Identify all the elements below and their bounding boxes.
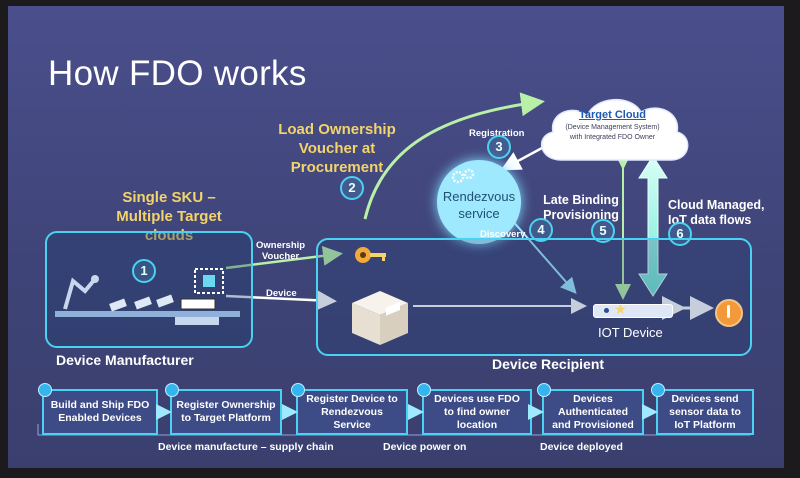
device-recipient-label: Device Recipient [492, 356, 605, 372]
ownership-voucher-label: Ownership Voucher [256, 240, 305, 262]
target-cloud: Target Cloud (Device Management System) … [531, 109, 694, 141]
ownership-voucher-arrow [225, 245, 343, 270]
step-dot-2 [165, 383, 179, 397]
process-step-6: Devices send sensor data to IoT Platform [656, 389, 754, 435]
device-manufacturer-label: Device Manufacturer [56, 352, 194, 368]
cloud-managed-line2: IoT data flows [668, 213, 752, 227]
cloud-managed-line1: Cloud Managed, [668, 198, 765, 212]
single-sku-line1: Single SKU – [122, 189, 216, 206]
target-cloud-sub2: with Integrated FDO Owner [569, 134, 656, 141]
phase-supply-chain: Device manufacture – supply chain [158, 441, 334, 453]
ownership-voucher-line1: Ownership [256, 240, 306, 251]
step-number-2: 2 [340, 176, 364, 200]
thermometer-icon [715, 299, 743, 327]
device-manufacturer-box [45, 231, 253, 348]
process-step-3: Register Device to Rendezvous Service [296, 389, 408, 435]
discovery-arrow [497, 204, 577, 295]
step-number-5: 5 [591, 219, 615, 243]
process-step-5: Devices Authenticated and Provisioned [542, 389, 644, 435]
load-voucher-label: Load Ownership Voucher at Procurement [272, 120, 402, 177]
step-dot-1 [38, 383, 52, 397]
process-step-1: Build and Ship FDO Enabled Devices [42, 389, 158, 435]
registration-label: Registration [469, 128, 525, 139]
load-voucher-line3: Procurement [290, 159, 384, 176]
slide: How FDO works [8, 6, 784, 468]
step-number-4: 4 [529, 218, 553, 242]
step-dot-3 [291, 383, 305, 397]
rendezvous-service: Rendezvous service [437, 160, 521, 244]
step-dot-4 [417, 383, 431, 397]
step-number-6: 6 [668, 222, 692, 246]
target-cloud-title: Target Cloud [578, 109, 646, 121]
cloud-managed-arrow [638, 155, 668, 297]
phase-deployed: Device deployed [540, 441, 623, 453]
registration-arrow [500, 146, 543, 171]
factory-line-icon [55, 268, 240, 325]
late-binding-line2: Provisioning [543, 208, 619, 222]
process-step-4: Devices use FDO to find owner location [422, 389, 532, 435]
star-icon: ★ [614, 301, 627, 317]
iot-device-icon: ★ [593, 301, 673, 318]
late-binding-label: Late Binding Provisioning [541, 193, 621, 223]
gears-icon [451, 168, 475, 184]
package-box-icon [352, 291, 408, 345]
slide-title: How FDO works [48, 54, 307, 93]
key-icon [355, 247, 386, 263]
load-voucher-arrow [363, 92, 545, 220]
rendezvous-line2: service [458, 206, 500, 221]
led-dot [604, 308, 609, 313]
step-number-1: 1 [132, 259, 156, 283]
late-binding-line1: Late Binding [543, 193, 619, 207]
device-label: Device [266, 288, 297, 299]
rendezvous-line1: Rendezvous [442, 189, 516, 204]
target-cloud-sub1: (Device Management System) [565, 124, 660, 131]
step-chevrons [156, 404, 658, 420]
discovery-label: Discovery [480, 229, 526, 240]
device-arrow [225, 290, 337, 311]
cloud-managed-label: Cloud Managed, IoT data flows [668, 198, 765, 228]
load-voucher-line1: Load Ownership [278, 121, 396, 138]
iot-device-label: IOT Device [598, 325, 663, 340]
step-dot-5 [537, 383, 551, 397]
ownership-voucher-line2: Voucher [261, 251, 300, 262]
load-voucher-line2: Voucher at [298, 140, 376, 157]
step-dot-6 [651, 383, 665, 397]
thermometer-stem [727, 305, 730, 318]
rendezvous-label: Rendezvous service [437, 188, 521, 222]
step-number-3: 3 [487, 135, 511, 159]
target-cloud-icon [540, 98, 689, 161]
phase-power-on: Device power on [383, 441, 467, 453]
